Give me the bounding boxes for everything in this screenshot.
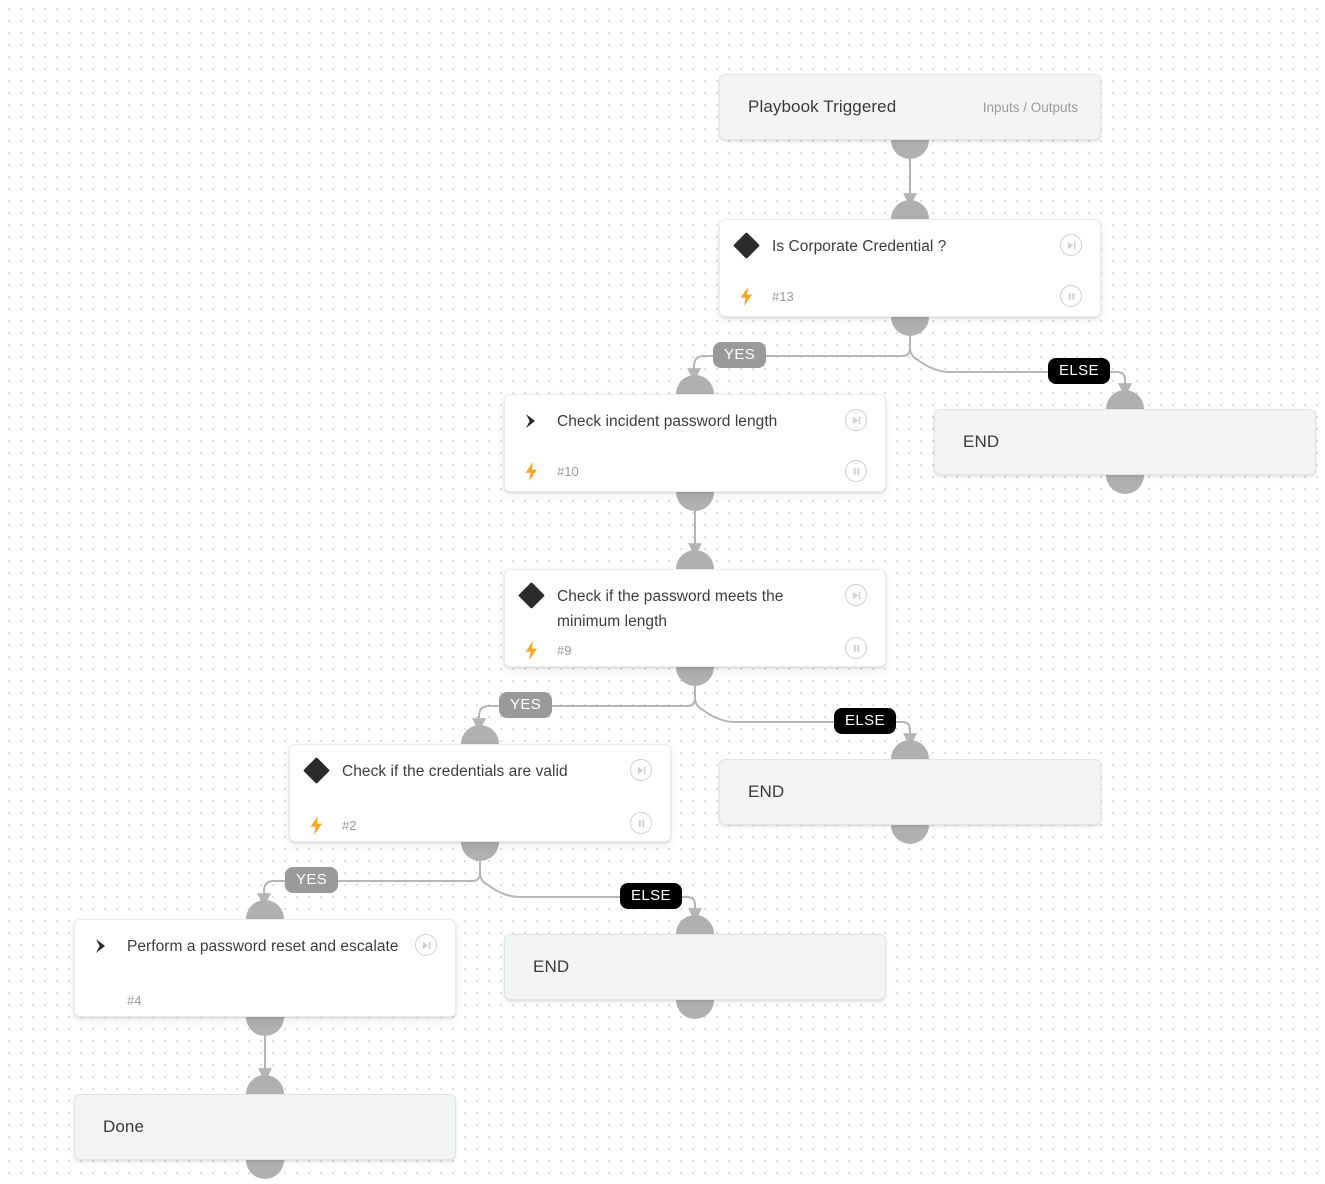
node-title: END [748,782,785,801]
node-footer: #2 [290,809,670,841]
handle-source-4[interactable] [246,1017,284,1036]
node-title: Check if the password meets the minimum … [557,588,784,630]
step-forward-icon[interactable] [630,759,652,781]
node-title: Perform a password reset and escalate [127,938,399,955]
node-step-13[interactable]: Is Corporate Credential ? #13 [719,219,1101,317]
step-forward-icon[interactable] [415,934,437,956]
node-step-2[interactable]: Check if the credentials are valid #2 [289,744,671,842]
node-footer: #9 [505,634,885,666]
node-title: END [533,957,570,976]
handle-source-10[interactable] [676,492,714,511]
edge-label-else-13[interactable]: ELSE [1048,358,1110,384]
node-footer: #10 [505,451,885,491]
node-header: Check incident password length [505,395,885,451]
pause-icon[interactable] [845,460,867,482]
handle-target-4[interactable] [246,900,284,919]
handle-source-end2[interactable] [891,825,929,844]
handle-target-2[interactable] [461,725,499,744]
node-header: Check if the credentials are valid [290,745,670,809]
node-header: Perform a password reset and escalate [75,920,455,984]
edge-label-else-9[interactable]: ELSE [834,708,896,734]
step-forward-icon[interactable] [1060,234,1082,256]
node-playbook-triggered[interactable]: Playbook Triggered Inputs / Outputs [719,74,1101,140]
node-title: Check if the credentials are valid [342,763,568,780]
handle-target-end3[interactable] [676,915,714,934]
handle-target-done[interactable] [246,1075,284,1094]
node-title: END [963,432,1000,451]
node-title: Done [103,1117,145,1136]
handle-source-2[interactable] [461,842,499,861]
node-title: Check incident password length [557,413,778,430]
handle-source-end3[interactable] [676,1000,714,1019]
pause-icon[interactable] [630,812,652,834]
node-header: Check if the password meets the minimum … [505,570,885,634]
node-footer: #4 [75,984,455,1016]
handle-target-9[interactable] [676,550,714,569]
handle-target-13[interactable] [891,200,929,219]
node-end-1[interactable]: END [934,409,1316,475]
lightning-bolt-icon [720,286,772,306]
node-footer: #13 [720,276,1100,316]
node-header: Is Corporate Credential ? [720,220,1100,276]
chevron-right-icon [75,934,127,956]
handle-target-end1[interactable] [1106,390,1144,409]
node-step-4[interactable]: Perform a password reset and escalate #4 [74,919,456,1017]
lightning-bolt-icon [505,461,557,481]
step-forward-icon[interactable] [845,409,867,431]
lightning-bolt-icon [290,815,342,835]
handle-source-done[interactable] [246,1160,284,1179]
node-step-10[interactable]: Check incident password length #10 [504,394,886,492]
diamond-icon [505,582,557,609]
node-title: Playbook Triggered [748,97,897,116]
node-done[interactable]: Done [74,1094,456,1160]
handle-source-trigger[interactable] [891,140,929,159]
inputs-outputs-link[interactable]: Inputs / Outputs [982,99,1078,115]
chevron-right-icon [505,409,557,431]
pause-icon[interactable] [1060,285,1082,307]
pause-icon[interactable] [845,637,867,659]
handle-target-end2[interactable] [891,740,929,759]
node-title: Is Corporate Credential ? [772,238,947,255]
lightning-bolt-icon [505,640,557,660]
diamond-icon [720,232,772,259]
edge-label-yes-13[interactable]: YES [713,342,767,368]
node-end-3[interactable]: END [504,934,886,1000]
handle-target-10[interactable] [676,375,714,394]
diamond-icon [290,757,342,784]
node-step-id: #10 [557,463,579,479]
step-forward-icon[interactable] [845,584,867,606]
node-end-2[interactable]: END [719,759,1101,825]
edge-label-else-2[interactable]: ELSE [620,883,682,909]
node-step-9[interactable]: Check if the password meets the minimum … [504,569,886,667]
edge-label-yes-2[interactable]: YES [285,867,339,893]
handle-source-13[interactable] [891,317,929,336]
node-step-id: #4 [127,992,142,1008]
node-step-id: #9 [557,642,572,658]
handle-source-end1[interactable] [1106,475,1144,494]
edge-label-yes-9[interactable]: YES [499,692,553,718]
node-step-id: #13 [772,288,794,304]
node-step-id: #2 [342,817,357,833]
handle-source-9[interactable] [676,667,714,686]
